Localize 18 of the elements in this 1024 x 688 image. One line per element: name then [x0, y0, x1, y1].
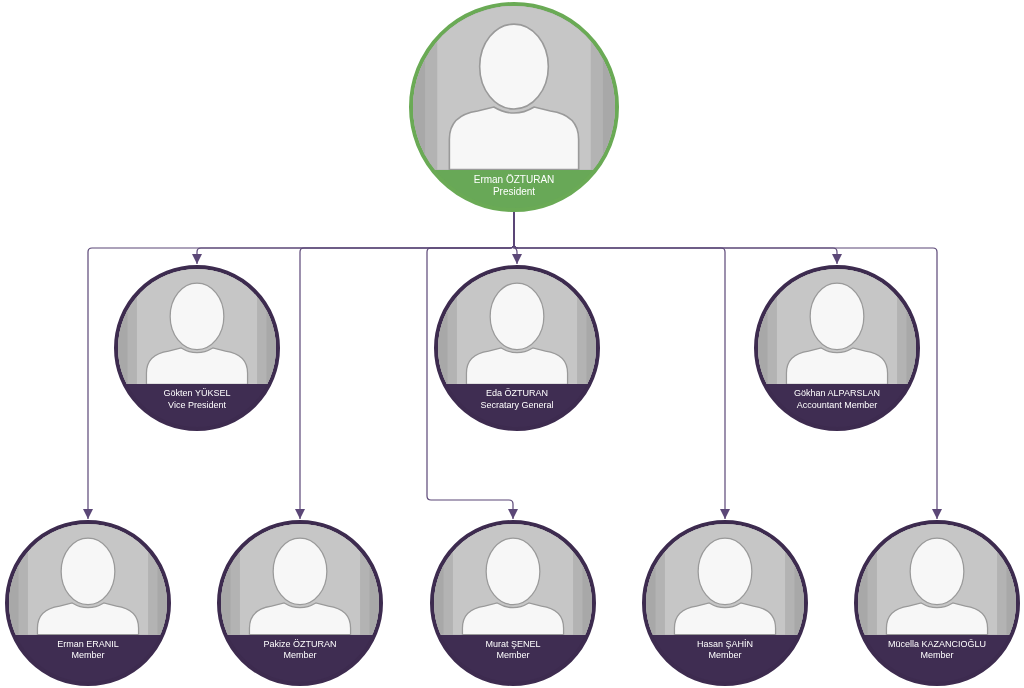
job-title: Vice President: [168, 399, 226, 411]
job-title: Member: [708, 649, 742, 662]
job-title: Member: [283, 649, 317, 662]
person-name: Murat ŞENEL: [485, 638, 541, 650]
job-title: Member: [920, 649, 954, 662]
job-title: Accountant Member: [796, 399, 878, 411]
job-title: Member: [71, 649, 105, 662]
person-name: Gökhan ALPARSLAN: [794, 388, 880, 400]
person-name: Gökten YÜKSEL: [163, 388, 231, 400]
person-name: Pakize ÖZTURAN: [263, 638, 337, 650]
job-title: Secratary General: [480, 399, 554, 411]
person-name: Erman ERANIL: [57, 638, 119, 650]
person-name: Mücella KAZANCIOĞLU: [888, 638, 986, 650]
person-name: Hasan ŞAHİN: [697, 638, 753, 650]
job-title: President: [492, 186, 536, 199]
person-name: Eda ÖZTURAN: [486, 388, 548, 400]
person-name: Erman ÖZTURAN: [473, 173, 555, 187]
job-title: Member: [496, 649, 530, 662]
